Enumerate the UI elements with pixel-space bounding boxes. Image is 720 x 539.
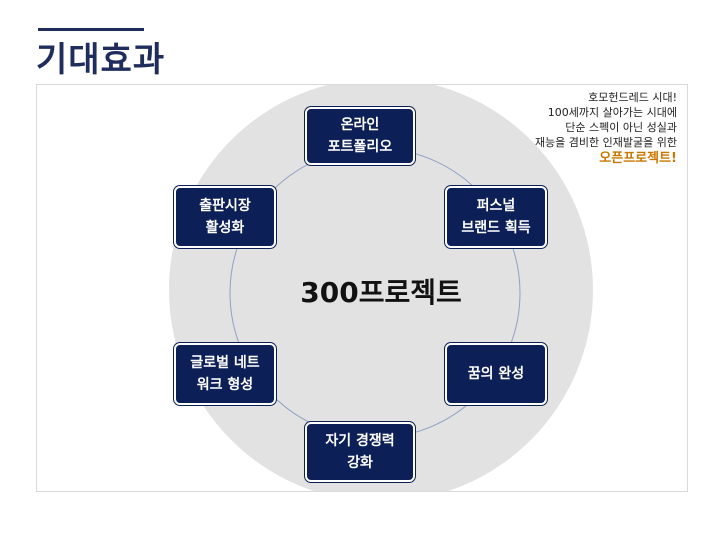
node-label: 글로벌 네트 워크 형성 (190, 355, 260, 393)
node-self-competitiveness: 자기 경쟁력 강화 (305, 422, 415, 482)
node-label: 온라인 포트폴리오 (327, 117, 393, 155)
node-global-network: 글로벌 네트 워크 형성 (174, 343, 276, 405)
node-label: 퍼스널 브랜드 획득 (461, 198, 531, 236)
node-label: 출판시장 활성화 (199, 198, 251, 236)
node-online-portfolio: 온라인 포트폴리오 (305, 107, 415, 165)
node-label: 꿈의 완성 (467, 366, 525, 382)
center-label: 300프로젝트 (300, 276, 462, 309)
diagram-frame: 300프로젝트 온라인 포트폴리오 퍼스널 브랜드 획득 꿈의 완성 자기 경쟁… (36, 84, 688, 492)
side-note: 호모헌드레드 시대! 100세까지 살아가는 시대에 단순 스펙이 아닌 성실과… (534, 91, 677, 149)
side-note-highlight: 오픈프로젝트! (599, 151, 677, 166)
node-publishing-market: 출판시장 활성화 (174, 186, 276, 248)
node-dream-completion: 꿈의 완성 (445, 343, 547, 405)
node-label: 자기 경쟁력 강화 (325, 433, 395, 471)
title-underline (38, 28, 144, 31)
page-title: 기대효과 (36, 40, 166, 80)
node-personal-brand: 퍼스널 브랜드 획득 (445, 186, 547, 248)
